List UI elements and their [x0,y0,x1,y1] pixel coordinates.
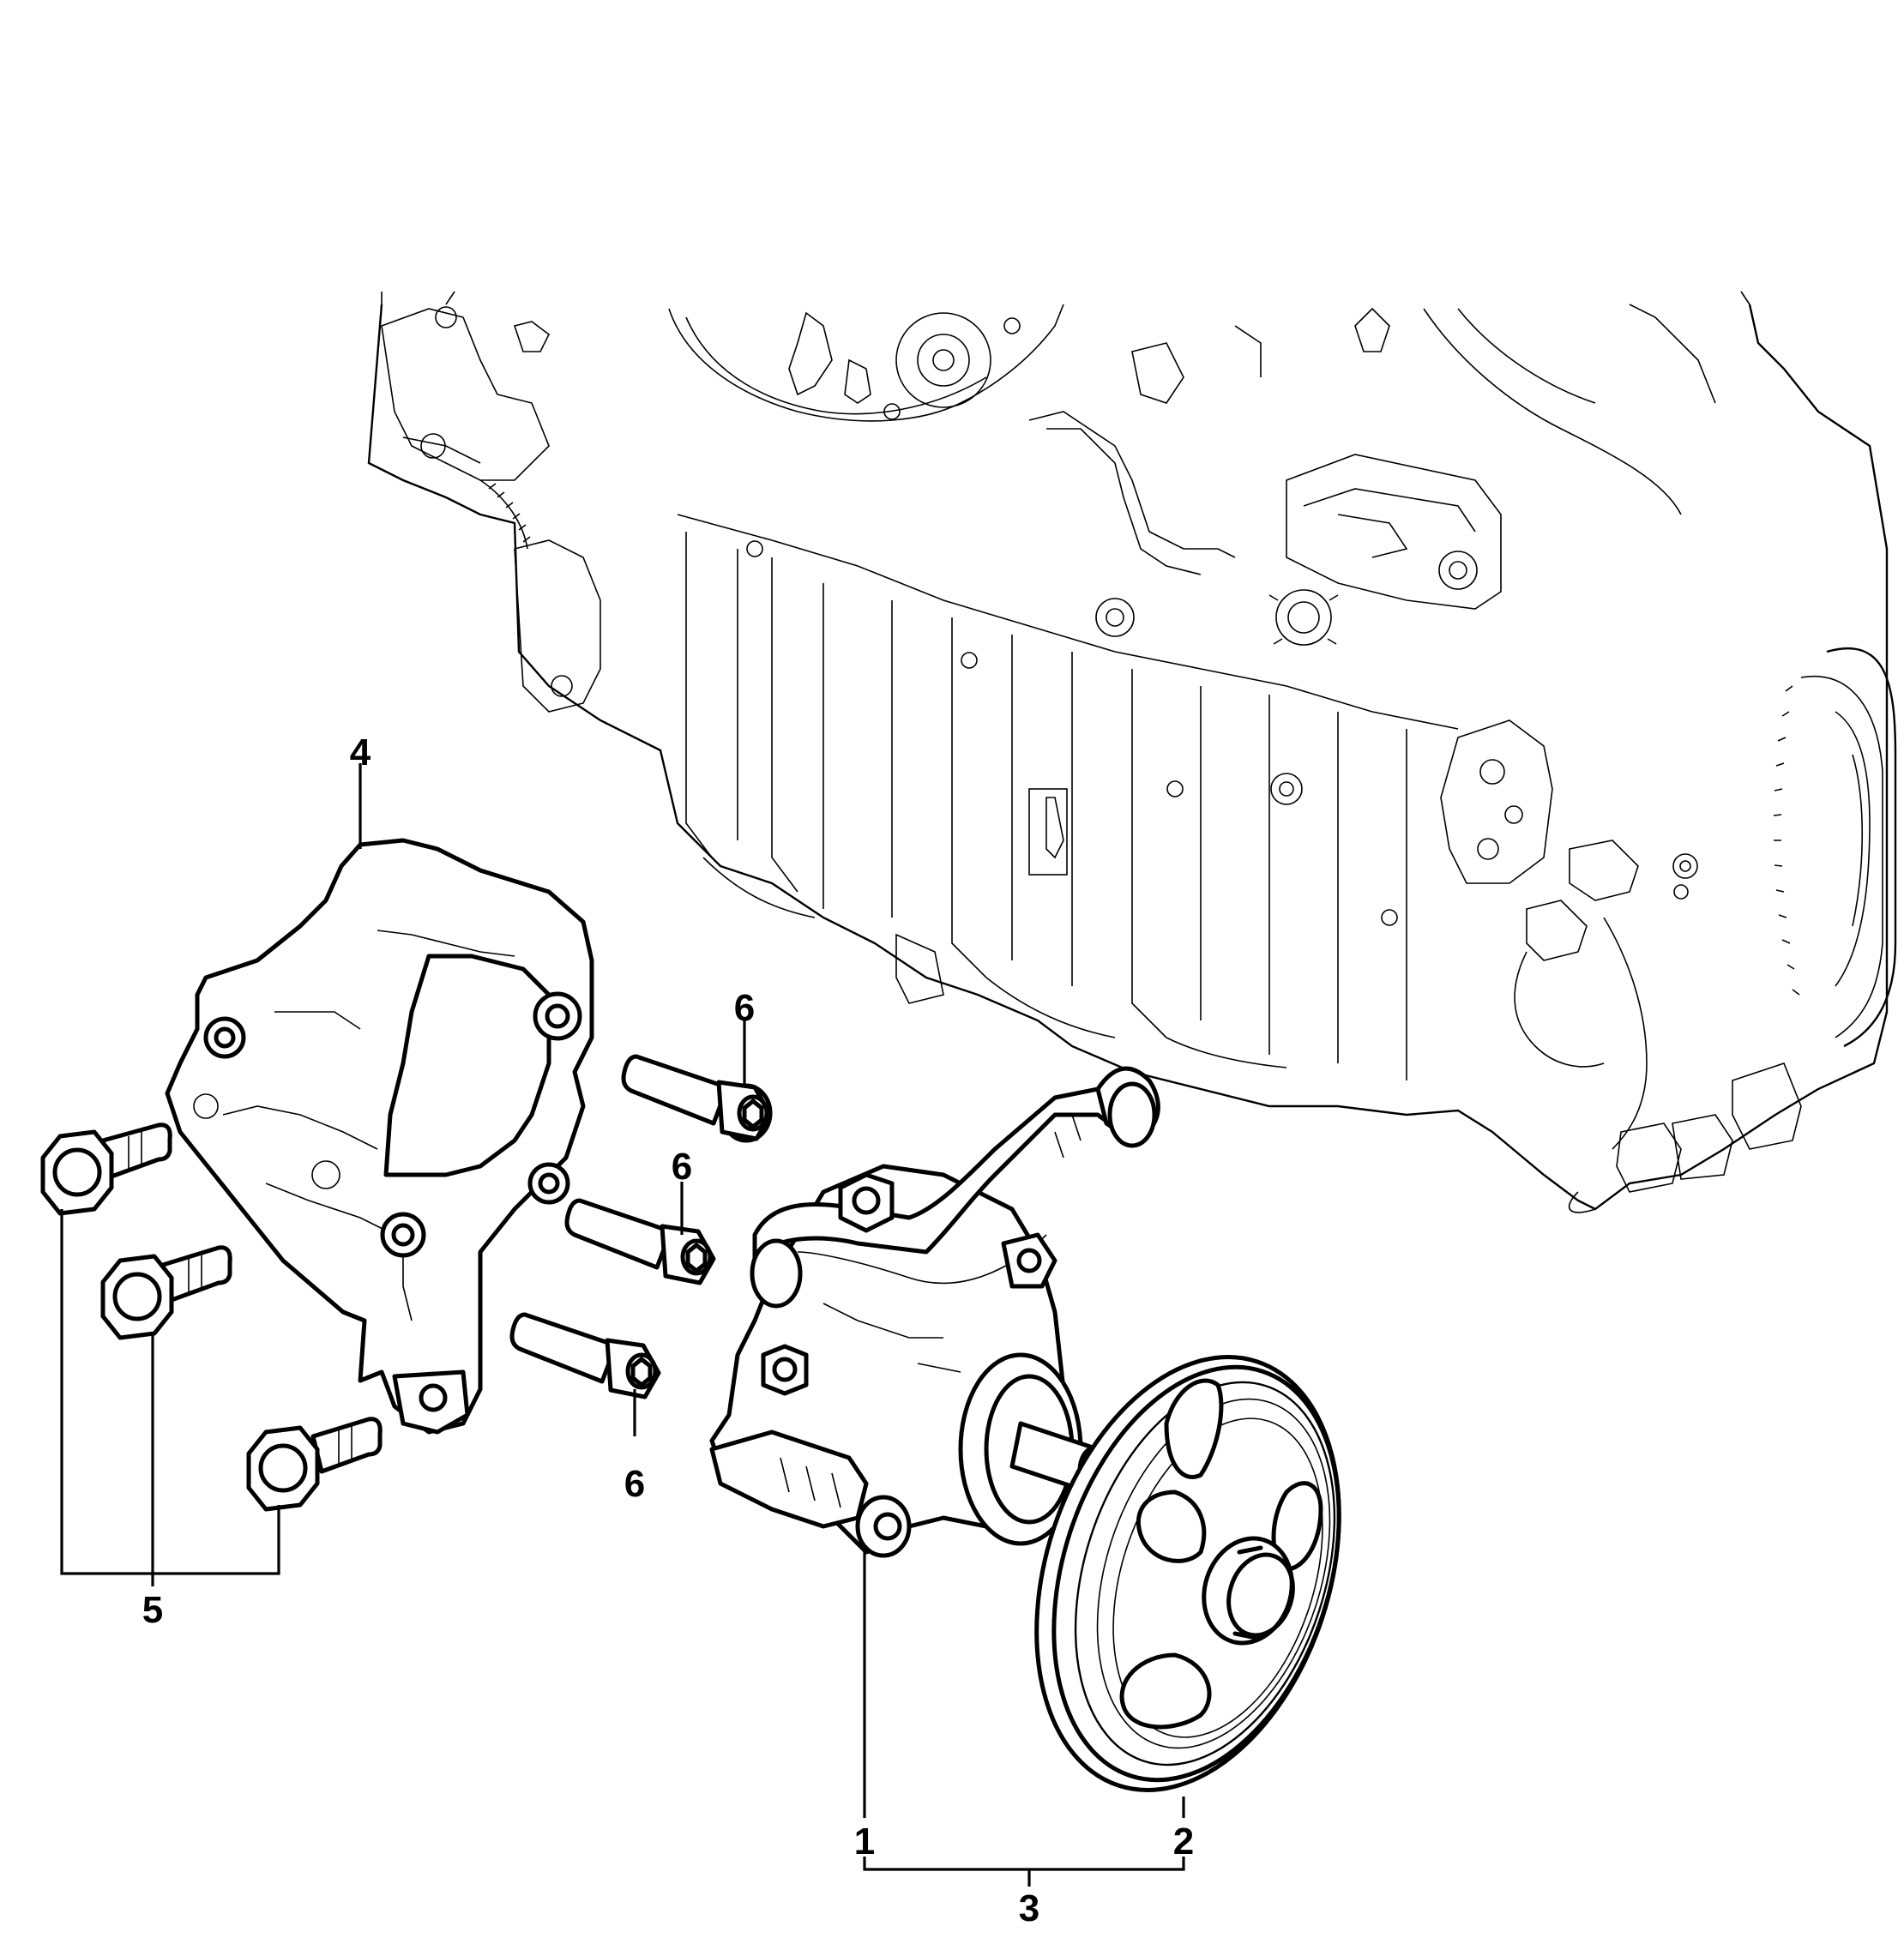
part-5-flange-bolt-2 [100,1245,232,1340]
callout-3: 3 [1019,1887,1039,1929]
part-5-flange-bolt-1 [40,1122,172,1216]
part-2-pulley [1034,1355,1341,1792]
callout-6-bottom: 6 [624,1463,645,1505]
callout-5: 5 [142,1589,163,1631]
callout-1: 1 [854,1821,875,1863]
part-4-mounting-bracket [165,838,594,1435]
part-6-cap-screw-middle [564,1198,716,1285]
leader-5-bracket [60,1209,280,1575]
leader-3-bracket [863,1857,1185,1871]
callout-6-middle: 6 [672,1146,692,1188]
engine-block-illustration [367,291,1897,1213]
part-6-cap-screw-bottom [509,1312,661,1399]
part-5-flange-bolt-3 [246,1417,383,1512]
callout-labels: 4 6 6 6 5 1 2 3 [142,731,1194,1929]
part-6-cap-screw-top [621,1054,773,1143]
callout-6-top: 6 [734,987,755,1029]
callout-2: 2 [1173,1821,1194,1863]
callout-4: 4 [350,731,371,773]
callout-leaders [60,763,1185,1887]
